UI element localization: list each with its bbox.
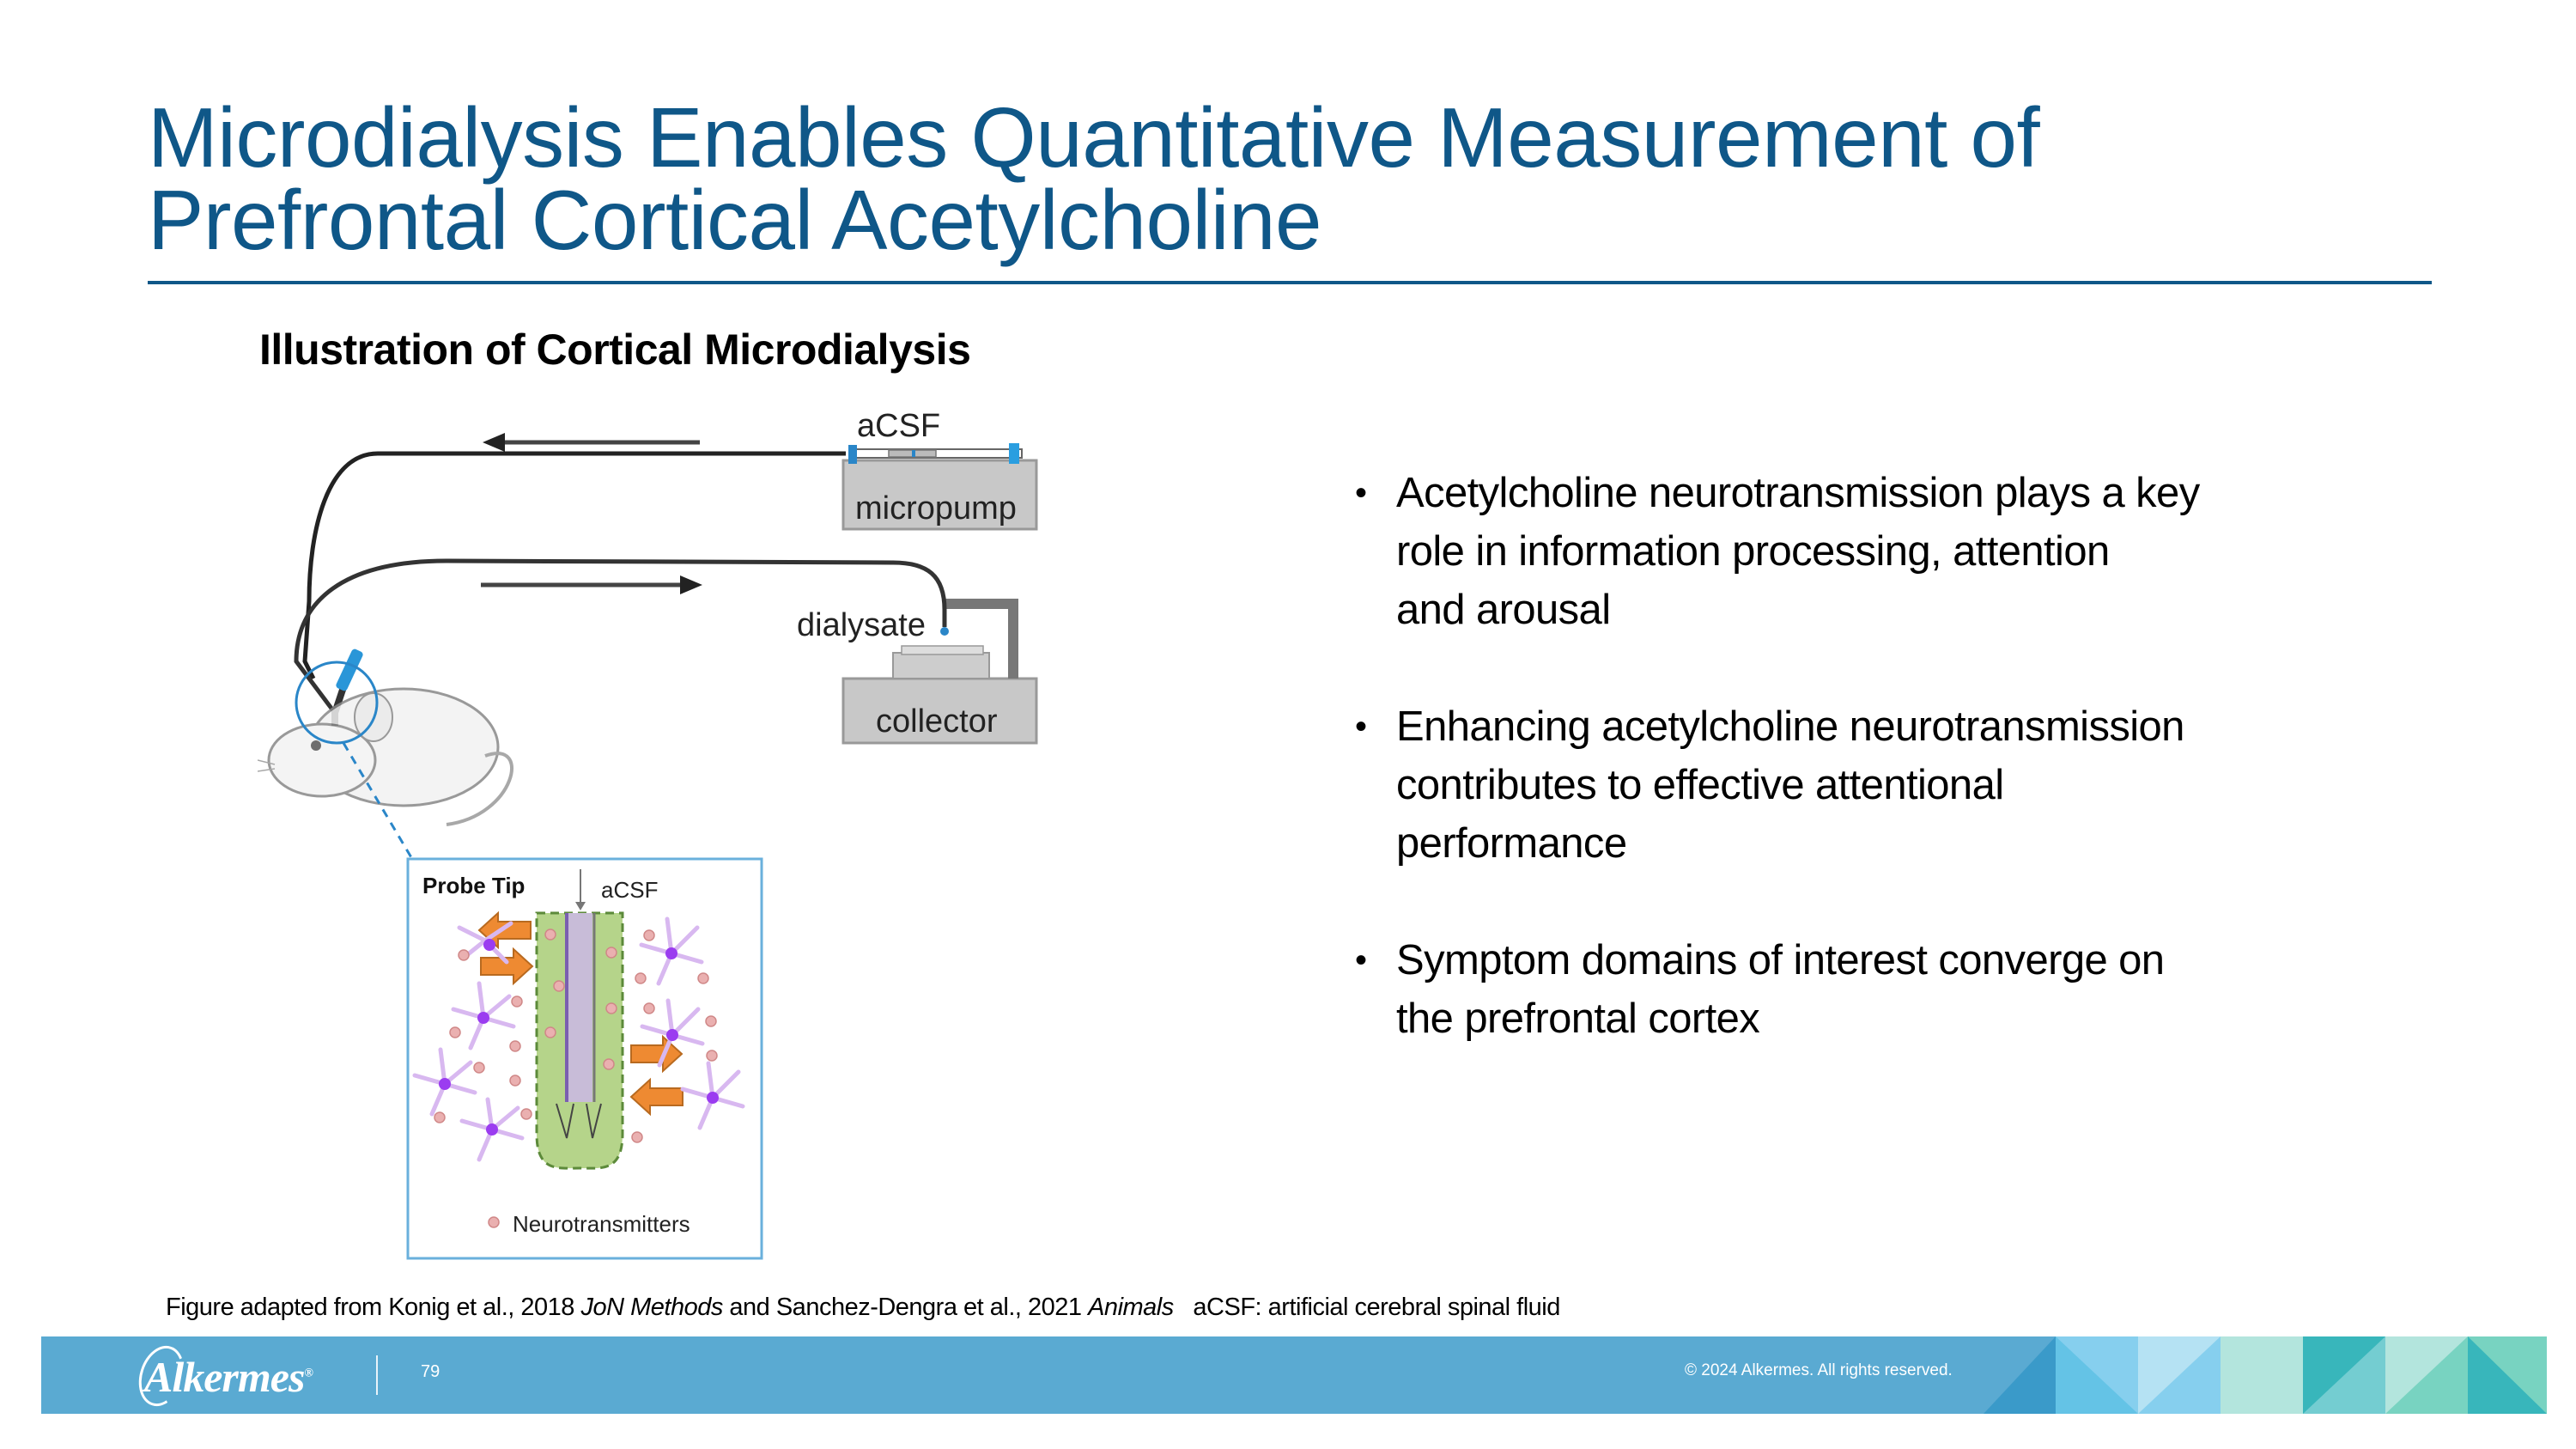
title-divider bbox=[148, 281, 2432, 284]
bullet-1-line-1: Acetylcholine neurotransmission plays a … bbox=[1396, 470, 2200, 516]
neuron-cells bbox=[439, 939, 719, 1135]
bullet-3-line-2: the prefrontal cortex bbox=[1396, 995, 1760, 1042]
bullet-1-line-2: role in information processing, attentio… bbox=[1396, 528, 2110, 575]
key-points-list: • Acetylcholine neurotransmission plays … bbox=[1355, 464, 2342, 1106]
neurotransmitters-legend: Neurotransmitters bbox=[513, 1211, 690, 1237]
bullet-icon: • bbox=[1355, 708, 1367, 746]
bullet-item: • Enhancing acetylcholine neurotransmiss… bbox=[1355, 697, 2342, 873]
citation-journal-1: JoN Methods bbox=[580, 1294, 723, 1321]
bullet-item: • Symptom domains of interest converge o… bbox=[1355, 931, 2342, 1048]
probe-site-highlight bbox=[295, 661, 379, 745]
bullet-1-line-3: and arousal bbox=[1396, 587, 1611, 633]
orange-arrow-in-icon bbox=[629, 1077, 683, 1117]
bullet-item: • Acetylcholine neurotransmission plays … bbox=[1355, 464, 2342, 639]
neurotransmitter-dots bbox=[434, 928, 718, 1228]
figure-citation: Figure adapted from Konig et al., 2018 J… bbox=[166, 1294, 1560, 1322]
decorative-triangles bbox=[1975, 1336, 2547, 1414]
abbreviation-note: aCSF: artificial cerebral spinal fluid bbox=[1173, 1294, 1560, 1321]
acsf-label: aCSF bbox=[857, 408, 940, 444]
collector-device: collector dialysate bbox=[797, 599, 1038, 745]
title-line-1: Microdialysis Enables Quantitative Measu… bbox=[148, 90, 2040, 185]
orange-arrow-in-icon bbox=[480, 947, 534, 986]
copyright-notice: © 2024 Alkermes. All rights reserved. bbox=[1685, 1361, 1953, 1379]
probe-acsf-label: aCSF bbox=[601, 877, 658, 903]
footer-divider bbox=[376, 1355, 378, 1395]
probe-tip-inset: Probe Tip aCSF bbox=[406, 857, 763, 1260]
mouse-illustration bbox=[258, 687, 514, 826]
page-number: 79 bbox=[421, 1362, 440, 1381]
bullet-2-line-1: Enhancing acetylcholine neurotransmissio… bbox=[1396, 703, 2184, 750]
bullet-icon: • bbox=[1355, 941, 1367, 979]
collector-label: collector bbox=[876, 703, 998, 740]
bullet-2-line-3: performance bbox=[1396, 820, 1627, 867]
probe-tip-label: Probe Tip bbox=[422, 873, 525, 898]
micropump-device: micropump aCSF bbox=[841, 408, 1038, 531]
outflow-arrow-icon bbox=[483, 433, 700, 452]
bullet-3-line-1: Symptom domains of interest converge on bbox=[1396, 937, 2165, 983]
microdialysis-illustration: micropump aCSF collector dialysate Probe… bbox=[258, 408, 1038, 1260]
citation-text: Figure adapted from Konig et al., 2018 bbox=[166, 1294, 581, 1321]
micropump-label: micropump bbox=[855, 490, 1017, 527]
footer-band: Alkermes® 79 © 2024 Alkermes. All rights… bbox=[41, 1336, 2547, 1414]
bullet-icon: • bbox=[1355, 474, 1367, 512]
dialysate-label: dialysate bbox=[797, 607, 926, 643]
citation-journal-2: Animals bbox=[1088, 1294, 1174, 1321]
citation-text: and Sanchez-Dengra et al., 2021 bbox=[722, 1294, 1089, 1321]
slide-title: Microdialysis Enables Quantitative Measu… bbox=[148, 90, 2432, 267]
figure-heading: Illustration of Cortical Microdialysis bbox=[259, 326, 971, 374]
company-logo: Alkermes® bbox=[144, 1353, 313, 1401]
inflow-arrow-icon bbox=[481, 575, 702, 594]
bullet-2-line-2: contributes to effective attentional bbox=[1396, 762, 2004, 808]
title-line-2: Prefrontal Cortical Acetylcholine bbox=[148, 173, 1322, 267]
